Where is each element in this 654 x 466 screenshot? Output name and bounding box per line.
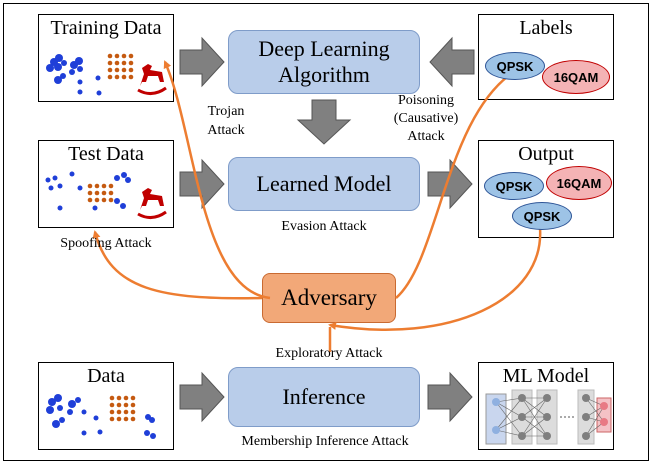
ml-model-title: ML Model — [502, 365, 590, 387]
labels-qpsk-ellipse: QPSK — [485, 52, 545, 80]
spoofing-attack-arrow — [92, 230, 263, 300]
deep-learning-node: Deep Learning Algorithm — [228, 30, 420, 94]
arrow-training-to-dl — [179, 36, 225, 88]
exploratory-attack-arrow — [328, 227, 542, 332]
inference-label: Inference — [282, 384, 366, 409]
data-title: Data — [87, 365, 125, 387]
output-qpsk-ellipse-1: QPSK — [484, 172, 544, 200]
poisoning-attack-label: Poisoning (Causative) Attack — [393, 93, 459, 144]
output-qpsk-text-1: QPSK — [495, 178, 533, 194]
output-qpsk-ellipse-2: QPSK — [512, 202, 572, 230]
rocking-horse-icon — [137, 64, 167, 95]
test-data-title: Test Data — [68, 143, 144, 165]
diagram-frame — [3, 3, 649, 461]
output-qpsk-text-2: QPSK — [523, 208, 561, 224]
trojan-attack-label: Trojan Attack — [207, 104, 245, 138]
arrow-inference-to-ml — [427, 371, 473, 423]
arrow-test-to-model — [179, 158, 225, 210]
rocking-horse-icon — [137, 188, 167, 219]
neural-network-icon — [485, 389, 612, 445]
exploratory-attack-label: Exploratory Attack — [275, 346, 383, 361]
labels-qpsk-text: QPSK — [496, 58, 534, 74]
output-16qam-ellipse: 16QAM — [546, 166, 612, 200]
training-data-title: Training Data — [50, 17, 162, 39]
data-scatter — [46, 394, 156, 439]
labels-16qam-ellipse: 16QAM — [542, 60, 610, 94]
learned-model-label: Learned Model — [256, 171, 392, 196]
labels-16qam-text: 16QAM — [553, 69, 599, 85]
evasion-attack-label: Evasion Attack — [281, 219, 367, 234]
learned-model-node: Learned Model — [228, 157, 420, 211]
data-orange-grid — [109, 395, 136, 422]
poisoning-attack-arrow — [395, 66, 522, 299]
test-scatter — [45, 171, 131, 211]
output-16qam-text: 16QAM — [556, 175, 602, 191]
inference-node: Inference — [228, 367, 420, 427]
training-scatter — [46, 54, 102, 96]
trojan-attack-arrow — [163, 60, 271, 300]
spoofing-attack-label: Spoofing Attack — [60, 236, 152, 251]
labels-title: Labels — [519, 17, 573, 39]
membership-attack-label: Membership Inference Attack — [241, 434, 409, 449]
arrow-dl-to-model — [296, 99, 352, 145]
output-title: Output — [518, 143, 574, 165]
adversary-node: Adversary — [262, 273, 396, 323]
test-orange-grid — [87, 183, 114, 203]
training-orange-grid — [107, 53, 134, 80]
arrow-data-to-inference — [179, 371, 225, 423]
deep-learning-label: Deep Learning Algorithm — [258, 36, 390, 87]
arrow-model-to-output — [427, 158, 473, 210]
adversary-label: Adversary — [281, 285, 377, 310]
arrow-labels-to-dl — [429, 36, 475, 88]
